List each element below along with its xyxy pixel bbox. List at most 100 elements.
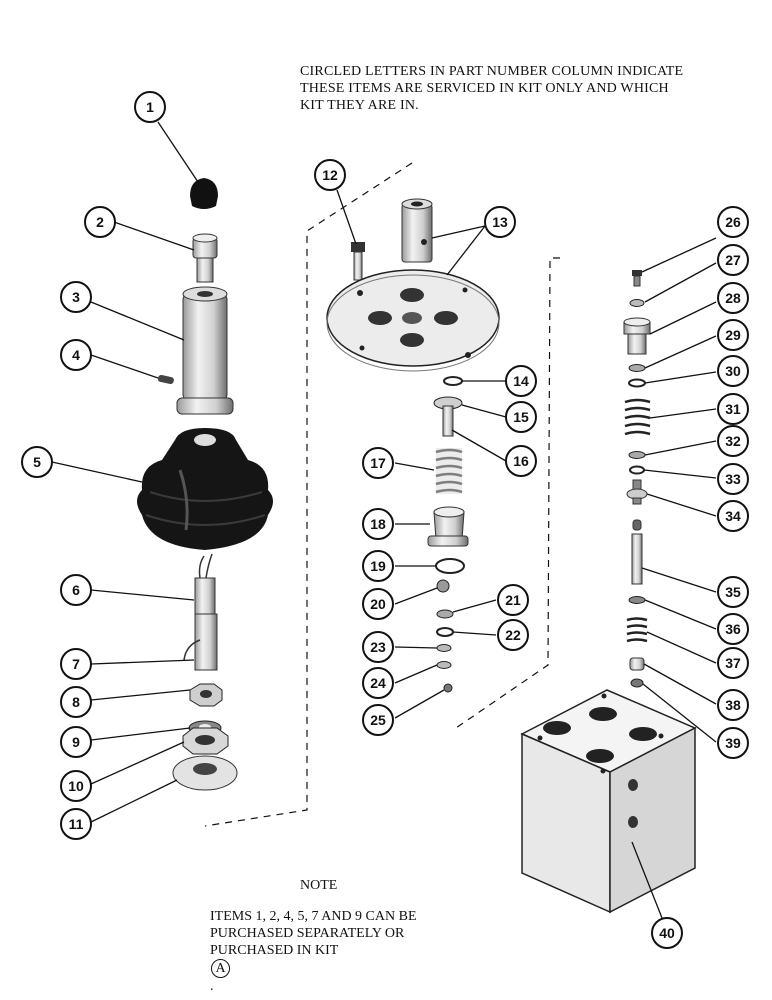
svg-text:16: 16 (513, 453, 529, 469)
svg-text:5: 5 (33, 454, 41, 470)
svg-text:32: 32 (725, 433, 741, 449)
part-25-ball (443, 683, 453, 693)
callout-7: 7 (60, 648, 92, 680)
part-10-jam-nut (182, 727, 229, 755)
svg-text:40: 40 (659, 925, 675, 941)
callout-11: 11 (60, 808, 92, 840)
callout-38: 38 (717, 689, 749, 721)
svg-text:7: 7 (72, 656, 80, 672)
callout-27: 27 (717, 244, 749, 276)
part-40-valve-block (520, 689, 697, 914)
callout-18: 18 (362, 508, 394, 540)
part-24-washer (436, 661, 452, 669)
part-13-sleeve (401, 198, 433, 263)
part-4-pin (157, 374, 174, 385)
svg-text:38: 38 (725, 697, 741, 713)
callout-10: 10 (60, 770, 92, 802)
callout-40: 40 (651, 917, 683, 949)
part-2-button (192, 233, 218, 283)
callout-13: 13 (484, 206, 516, 238)
svg-text:24: 24 (370, 675, 386, 691)
svg-text:13: 13 (492, 214, 508, 230)
svg-text:3: 3 (72, 289, 80, 305)
kit-letter-badge: A (211, 959, 230, 978)
callout-28: 28 (717, 282, 749, 314)
svg-text:11: 11 (69, 816, 84, 832)
callout-22: 22 (497, 619, 529, 651)
svg-text:10: 10 (68, 778, 84, 794)
callout-labels: 1 2 3 4 5 6 7 8 9 10 11 12 13 14 15 16 1… (21, 91, 749, 949)
callout-37: 37 (717, 647, 749, 679)
svg-text:18: 18 (370, 516, 386, 532)
callout-33: 33 (717, 463, 749, 495)
part-29-washer (628, 364, 646, 372)
callout-19: 19 (362, 550, 394, 582)
callout-30: 30 (717, 355, 749, 387)
callout-8: 8 (60, 686, 92, 718)
svg-text:36: 36 (725, 621, 741, 637)
svg-text:23: 23 (370, 639, 386, 655)
part-38-cap (629, 657, 645, 671)
svg-text:21: 21 (505, 592, 521, 608)
part-33-ring (629, 465, 645, 475)
part-3-grip (176, 286, 234, 415)
svg-text:39: 39 (725, 735, 741, 751)
svg-text:27: 27 (725, 252, 741, 268)
header-note-line-1: CIRCLED LETTERS IN PART NUMBER COLUMN IN… (300, 64, 684, 79)
svg-text:2: 2 (96, 214, 104, 230)
callout-9: 9 (60, 726, 92, 758)
right-assembly (520, 270, 697, 914)
callout-36: 36 (717, 613, 749, 645)
callout-29: 29 (717, 319, 749, 351)
callout-17: 17 (362, 447, 394, 479)
part-15-plunger (433, 396, 463, 437)
part-37-spring (626, 617, 648, 643)
handle-assembly (137, 178, 273, 791)
part-28-bushing (623, 317, 651, 355)
svg-text:15: 15 (513, 409, 529, 425)
part-23-washer (436, 644, 452, 652)
part-8-nut (189, 683, 223, 707)
part-36-washer (628, 596, 646, 604)
note-line-2: PURCHASED SEPARATELY OR (210, 926, 405, 941)
callout-1: 1 (134, 91, 166, 123)
callout-26: 26 (717, 206, 749, 238)
part-13-plate (326, 269, 500, 372)
svg-text:1: 1 (146, 99, 154, 115)
svg-text:35: 35 (725, 584, 741, 600)
callout-5: 5 (21, 446, 53, 478)
leader-lines (51, 121, 717, 919)
svg-text:20: 20 (370, 596, 386, 612)
svg-text:14: 14 (513, 373, 529, 389)
callout-16: 16 (505, 445, 537, 477)
part-1-cap (190, 178, 218, 209)
part-26-screw (632, 270, 642, 287)
part-12-screw (351, 242, 365, 281)
callout-24: 24 (362, 667, 394, 699)
header-note: CIRCLED LETTERS IN PART NUMBER COLUMN IN… (300, 63, 765, 114)
svg-text:17: 17 (370, 455, 386, 471)
svg-text:12: 12 (322, 167, 338, 183)
part-20-ball (436, 579, 450, 593)
part-22-clip (436, 627, 454, 637)
svg-text:4: 4 (72, 347, 80, 363)
part-39-ball (630, 678, 644, 688)
svg-text:6: 6 (72, 582, 80, 598)
callout-4: 4 (60, 339, 92, 371)
part-34-seat (626, 479, 648, 505)
note-line-3-prefix: PURCHASED IN KIT (210, 943, 339, 958)
part-17-spring (435, 448, 463, 494)
center-assembly (326, 198, 500, 693)
header-note-line-3: KIT THEY ARE IN. (300, 98, 419, 113)
callout-32: 32 (717, 425, 749, 457)
svg-text:25: 25 (370, 712, 386, 728)
note-title: NOTE (300, 878, 338, 893)
svg-text:8: 8 (72, 694, 80, 710)
svg-text:26: 26 (725, 214, 741, 230)
callout-34: 34 (717, 500, 749, 532)
callout-23: 23 (362, 631, 394, 663)
callout-3: 3 (60, 281, 92, 313)
callout-39: 39 (717, 727, 749, 759)
